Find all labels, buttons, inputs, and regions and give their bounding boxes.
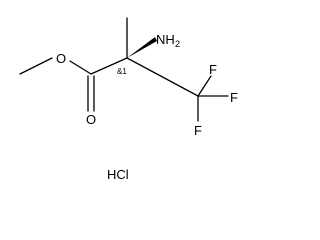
stereo-label: &1	[117, 67, 127, 76]
atom-o-carbonyl: O	[86, 112, 96, 127]
bond-methyl-o	[19, 57, 53, 75]
atom-o-ether: O	[56, 51, 66, 66]
structure-diagram: O O NH 2 &1 F F F HCl	[19, 17, 238, 182]
salt-label: HCl	[107, 167, 129, 182]
bond-chiral-cf3	[126, 57, 199, 97]
atom-n-subscript: 2	[175, 39, 180, 49]
atom-f-top: F	[209, 62, 217, 77]
molecule-svg: O O NH 2 &1 F F F HCl	[19, 17, 238, 182]
atom-n-amino: NH	[156, 32, 175, 47]
atom-f-right: F	[230, 90, 238, 105]
bond-c-f-top	[197, 75, 212, 97]
atom-f-bottom: F	[194, 123, 202, 138]
bond-o-carbonyl-c	[69, 60, 92, 75]
wedge-bond-nh2	[127, 37, 157, 58]
bond-carbonyl-chiral	[90, 57, 128, 75]
